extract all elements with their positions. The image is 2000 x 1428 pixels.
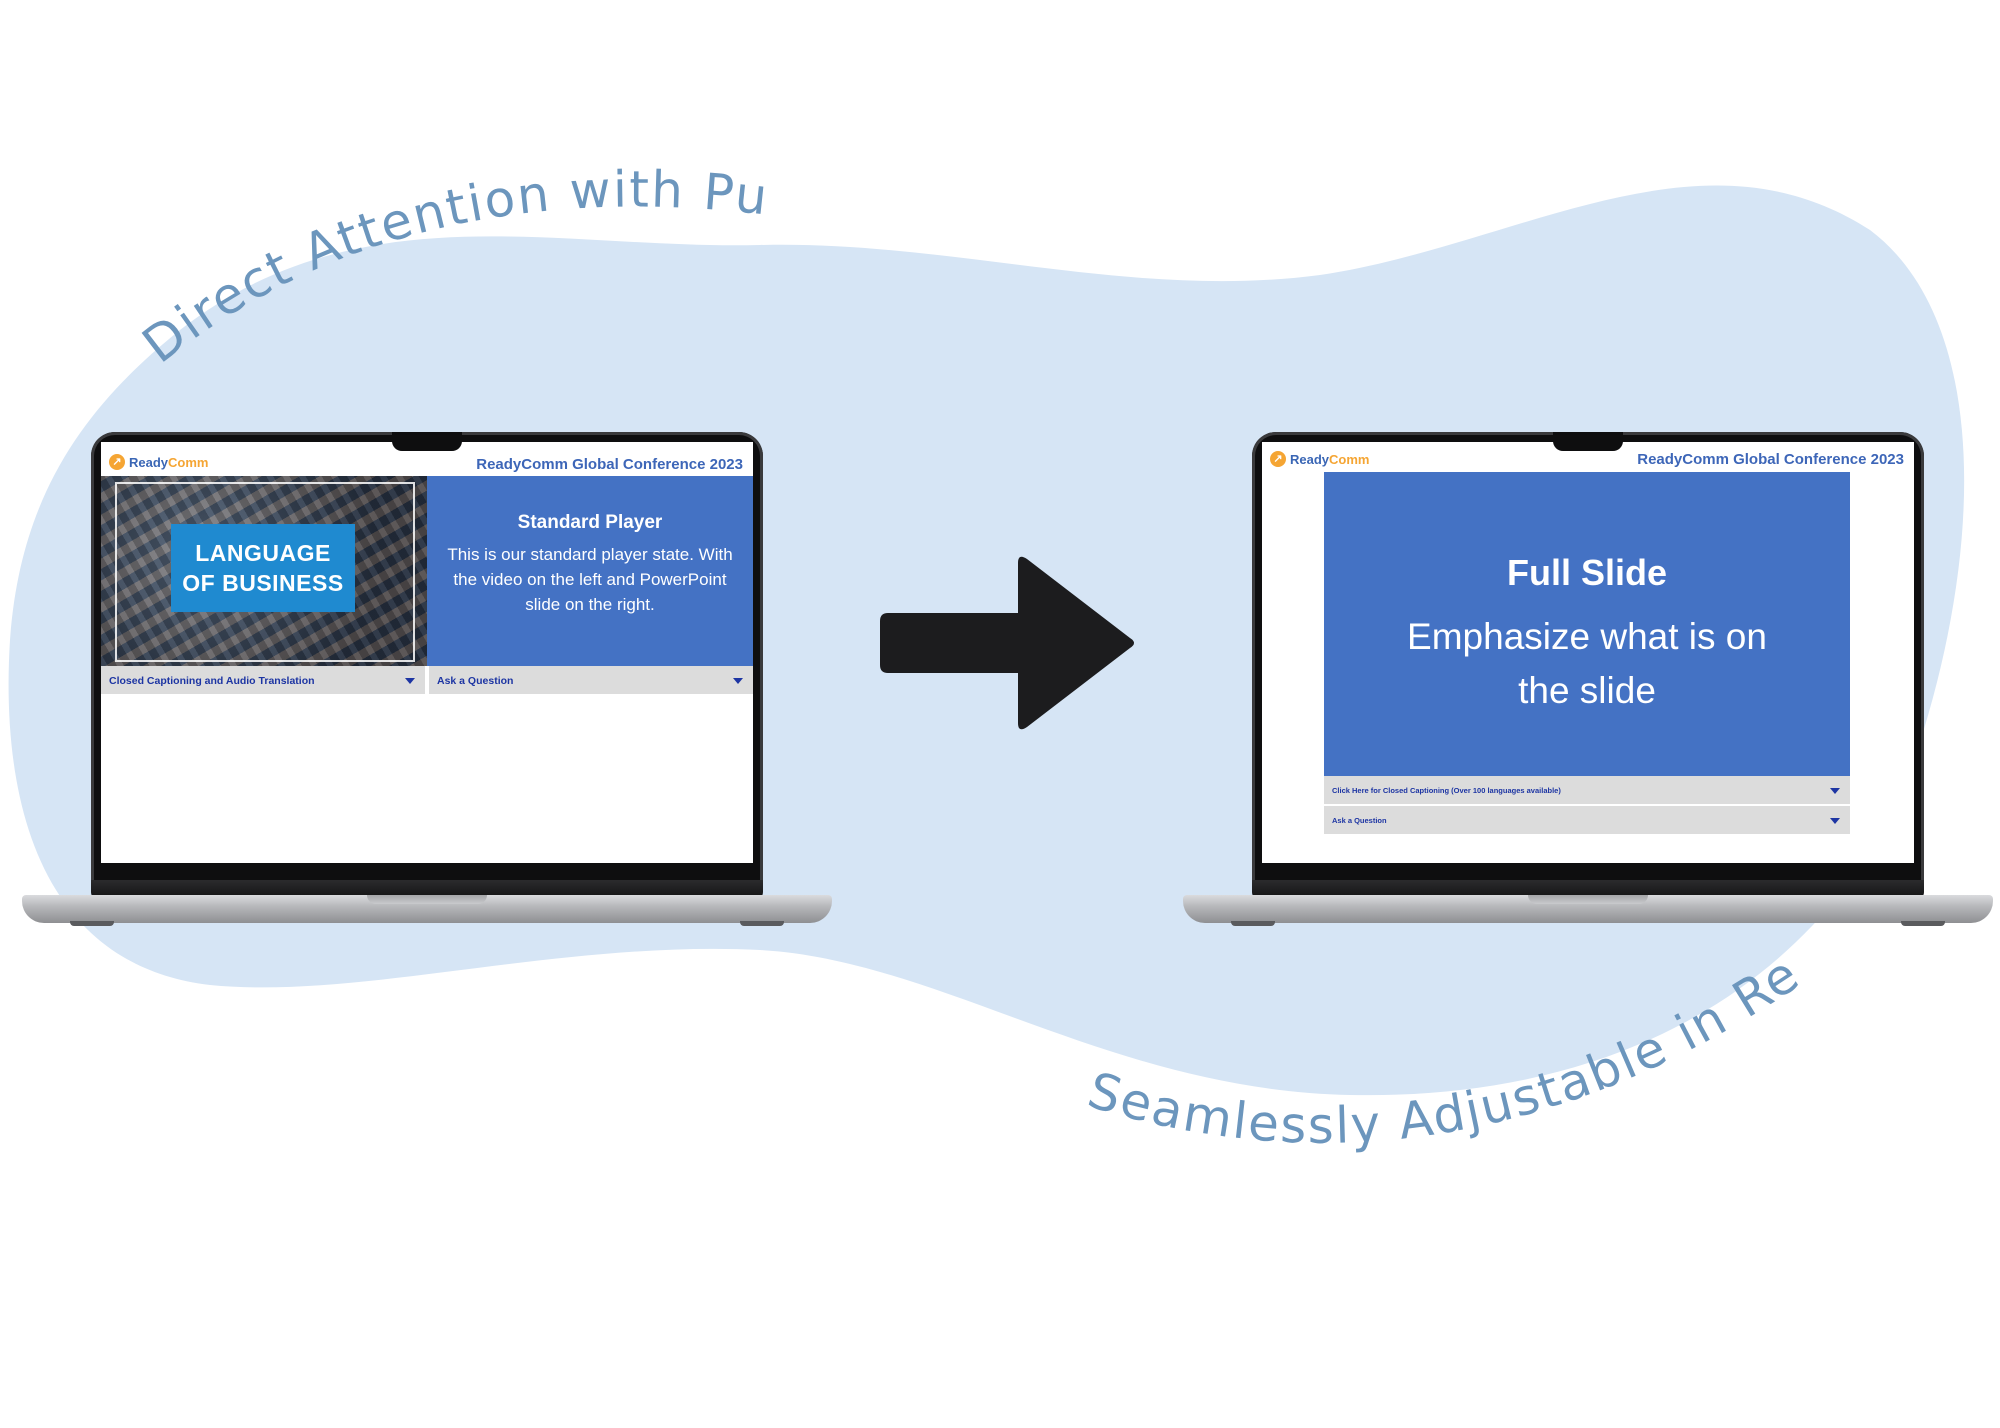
logo-text-ready: Ready (1290, 451, 1330, 467)
laptop-base (1183, 895, 1993, 923)
video-title-card: LANGUAGE OF BUSINESS (171, 524, 355, 612)
conference-title: ReadyComm Global Conference 2023 (476, 456, 743, 473)
logo-text-comm: Comm (168, 454, 209, 470)
laptop-base (22, 895, 832, 923)
chevron-down-icon (405, 678, 415, 684)
video-player[interactable]: LANGUAGE OF BUSINESS (101, 476, 427, 666)
slide-panel: Standard Player This is our standard pla… (427, 476, 753, 666)
slide-body: This is our standard player state. With … (447, 545, 733, 614)
slide-title: Full Slide (1506, 552, 1667, 593)
ask-question-label: Ask a Question (1332, 816, 1387, 825)
captions-dropdown[interactable]: Closed Captioning and Audio Translation (101, 666, 425, 694)
logo-text-comm: Comm (1329, 451, 1370, 467)
laptop-foot (1901, 921, 1945, 926)
conference-title: ReadyComm Global Conference 2023 (1637, 451, 1904, 468)
chevron-down-icon (1830, 818, 1840, 824)
video-title-line1: LANGUAGE (195, 540, 331, 566)
ask-question-label: Ask a Question (437, 675, 514, 687)
laptop-foot (1231, 921, 1275, 926)
logo-arrow-icon: ↗ (109, 454, 125, 470)
laptop-lip (1528, 895, 1648, 904)
chevron-down-icon (733, 678, 743, 684)
captions-dropdown-label: Click Here for Closed Captioning (Over 1… (1332, 786, 1561, 795)
captions-dropdown[interactable]: Click Here for Closed Captioning (Over 1… (1324, 776, 1850, 804)
slide-title: Standard Player (517, 512, 663, 533)
laptop-foot (740, 921, 784, 926)
video-title-line2: OF BUSINESS (182, 570, 344, 596)
ask-question-dropdown[interactable]: Ask a Question (1324, 806, 1850, 834)
logo-text-ready: Ready (129, 454, 169, 470)
camera-notch (1553, 432, 1623, 451)
video-frame (115, 482, 415, 662)
right-arrow-icon (880, 556, 1134, 730)
logo-arrow-icon: ↗ (1270, 451, 1286, 467)
laptop-lip (367, 895, 487, 904)
full-slide-panel: Full Slide Emphasize what is on the slid… (1324, 472, 1850, 776)
chevron-down-icon (1830, 788, 1840, 794)
slide-body: Emphasize what is on the slide (1407, 616, 1767, 711)
camera-notch (392, 432, 462, 451)
captions-dropdown-label: Closed Captioning and Audio Translation (109, 675, 315, 687)
laptop-foot (70, 921, 114, 926)
ask-question-dropdown[interactable]: Ask a Question (429, 666, 753, 694)
